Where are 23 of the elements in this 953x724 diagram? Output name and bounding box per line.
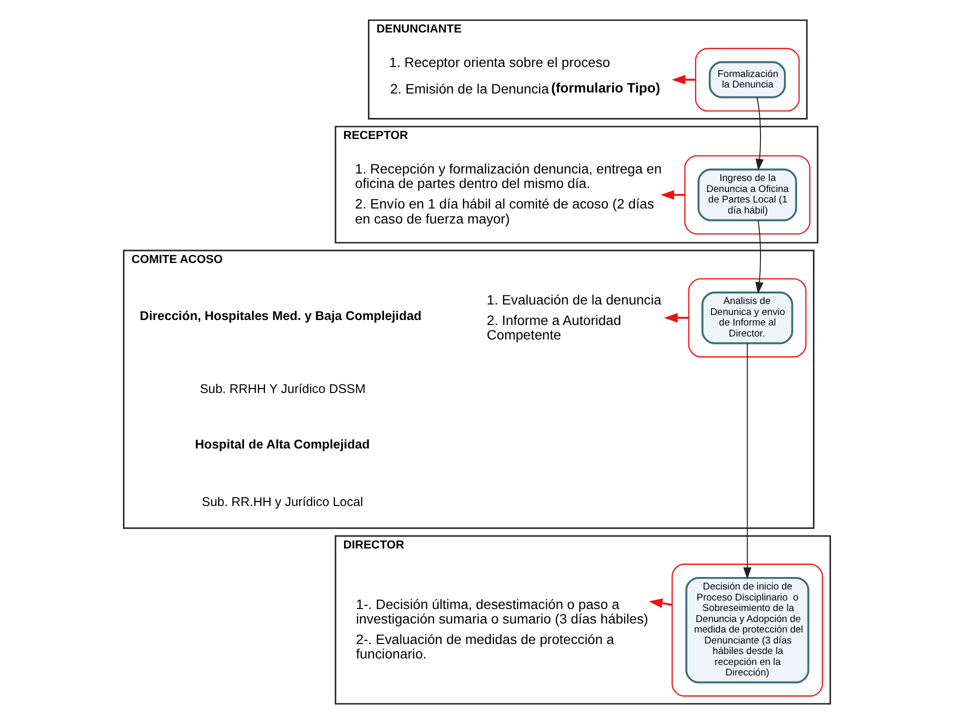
- node-box: Formalización la Denuncia: [708, 61, 786, 98]
- label: Sub. RRHH Y Jurídico DSSM: [199, 382, 366, 396]
- node-box: Analisis de Denunica y envio de Informe al Director.: [700, 291, 793, 344]
- label: Dirección, Hospitales Med. y Baja Complejidad: [139, 309, 421, 324]
- node-text: 1. Evaluación de la denuncia 2. Informe a Autoridad Competente: [486, 292, 661, 343]
- node-box: Decisión de inicio de Proceso Disciplinario o Sobreseimiento de la Denuncia y Adopción de medida de protección del Denunciante (3 días hábiles desde la recepción en la Dirección): [684, 576, 809, 684]
- node-text: 1-. Decisión última, desestimación o paso a investigación sumaria o sumario (3 días hábiles) 2-. Evaluación de medidas de protección a funcionario.: [355, 596, 648, 662]
- node-text: 1. Recepción y formalización denuncia, entrega en oficina de partes dentro del mismo día. 2. Envío en 1 día hábil al comité de acoso (2 días en caso de fuerza mayor): [354, 162, 662, 226]
- arrow: [660, 190, 684, 200]
- node-text: 1. Receptor orienta sobre el proceso 2. Emisión de la Denuncia (formulario Tipo): [388, 55, 660, 97]
- cluster: [671, 564, 823, 697]
- arrow: [754, 220, 763, 294]
- cluster: [688, 278, 806, 358]
- arrow: [648, 598, 672, 608]
- arrow: [742, 342, 751, 580]
- node-box: Ingreso de la Denuncia a Oficina de Partes Local (1 día hábil): [697, 168, 797, 222]
- cluster: [684, 155, 810, 234]
- arrow: [664, 313, 688, 323]
- label: Sub. RR.HH y Jurídico Local: [201, 495, 363, 510]
- label: Hospital de Alta Complejidad: [194, 438, 370, 452]
- arrow: [755, 96, 764, 171]
- cluster: [694, 48, 800, 112]
- arrow: [671, 74, 696, 84]
